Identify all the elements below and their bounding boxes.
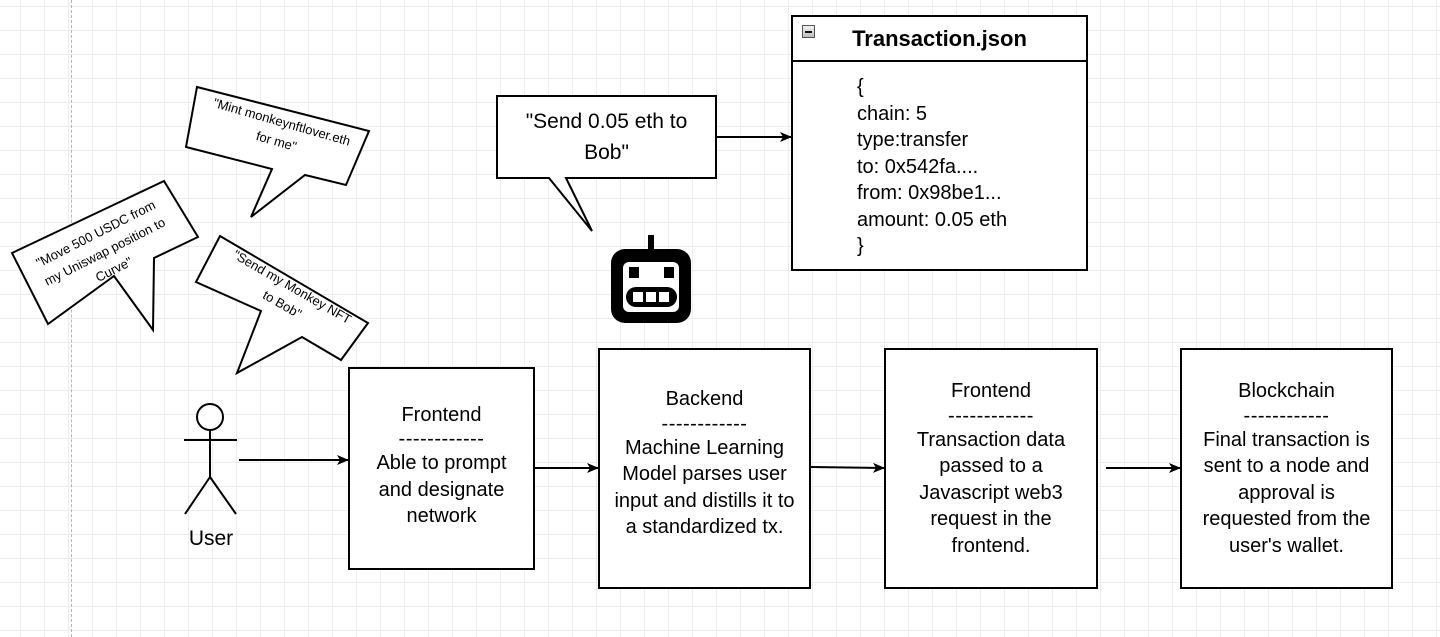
- box-body-line: Model parses user: [622, 463, 787, 486]
- bubble-text-main: "Send 0.05 eth to Bob": [500, 106, 713, 168]
- box-body-line: Able to prompt: [376, 452, 507, 474]
- frontend-box: Frontend ------------ Able to prompt and…: [348, 367, 535, 570]
- json-card-title: Transaction.json: [852, 25, 1027, 51]
- box-body-line: Transaction data: [916, 428, 1066, 451]
- collapse-icon[interactable]: [802, 25, 815, 38]
- json-card-body: { chain: 5 type:transfer to: 0x542fa....…: [793, 62, 1086, 260]
- arrow-backend-to-frontend: [810, 462, 885, 473]
- robot-icon: [611, 235, 691, 323]
- box-body-line: Machine Learning: [625, 436, 784, 459]
- bubble-line: Bob": [584, 141, 629, 164]
- box-title: Frontend: [401, 403, 482, 426]
- box-body-line: user's wallet.: [1229, 534, 1344, 557]
- box-body-line: a standardized tx.: [625, 516, 784, 539]
- json-line: chain: 5: [857, 102, 928, 125]
- speech-bubble-send-nft: [194, 234, 370, 376]
- dashed-guide-line: [71, 0, 72, 637]
- json-line: type:transfer: [857, 129, 969, 151]
- json-card-header: Transaction.json: [793, 17, 1086, 62]
- box-title: Backend: [665, 388, 744, 411]
- user-label: User: [188, 527, 234, 550]
- speech-bubble-move: [10, 179, 200, 334]
- box-body-line: approval is: [1238, 481, 1335, 504]
- box-title: Blockchain: [1238, 380, 1335, 402]
- box-separator: ------------: [661, 412, 748, 435]
- transaction-json-card: Transaction.json { chain: 5 type:transfe…: [791, 15, 1088, 271]
- speech-bubble-mint: [184, 85, 371, 218]
- bubble-line: "Send 0.05 eth to: [525, 110, 688, 133]
- user-figure-icon: [184, 403, 237, 515]
- speech-bubble-main: [496, 95, 717, 232]
- box-separator: ------------: [1243, 404, 1330, 427]
- blockchain-box: Blockchain ------------ Final transactio…: [1180, 348, 1393, 589]
- box-title: Frontend: [950, 380, 1032, 402]
- json-line: to: 0x542fa....: [857, 155, 979, 178]
- box-body-line: and designate: [378, 478, 505, 501]
- box-body-line: network: [406, 505, 477, 527]
- box-body-line: input and distills it to: [614, 489, 795, 512]
- box-body-line: request in the: [930, 508, 1052, 530]
- json-line: from: 0x98be1...: [857, 182, 1002, 204]
- box-body-line: sent to a node and: [1203, 455, 1370, 477]
- frontend-web3-box: Frontend ------------ Transaction data p…: [884, 348, 1098, 589]
- box-body-line: requested from the: [1202, 508, 1371, 530]
- box-body-line: frontend.: [951, 534, 1031, 557]
- backend-box: Backend ------------ Machine Learning Mo…: [598, 348, 811, 589]
- json-line: {: [857, 76, 864, 98]
- box-separator: ------------: [948, 404, 1034, 427]
- json-line: }: [857, 235, 864, 257]
- box-body-line: Final transaction is: [1203, 428, 1370, 451]
- box-body-line: passed to a: [939, 455, 1043, 477]
- box-body-line: Javascript web3: [919, 481, 1063, 504]
- box-separator: ------------: [398, 428, 485, 450]
- json-line: amount: 0.05 eth: [857, 208, 1008, 231]
